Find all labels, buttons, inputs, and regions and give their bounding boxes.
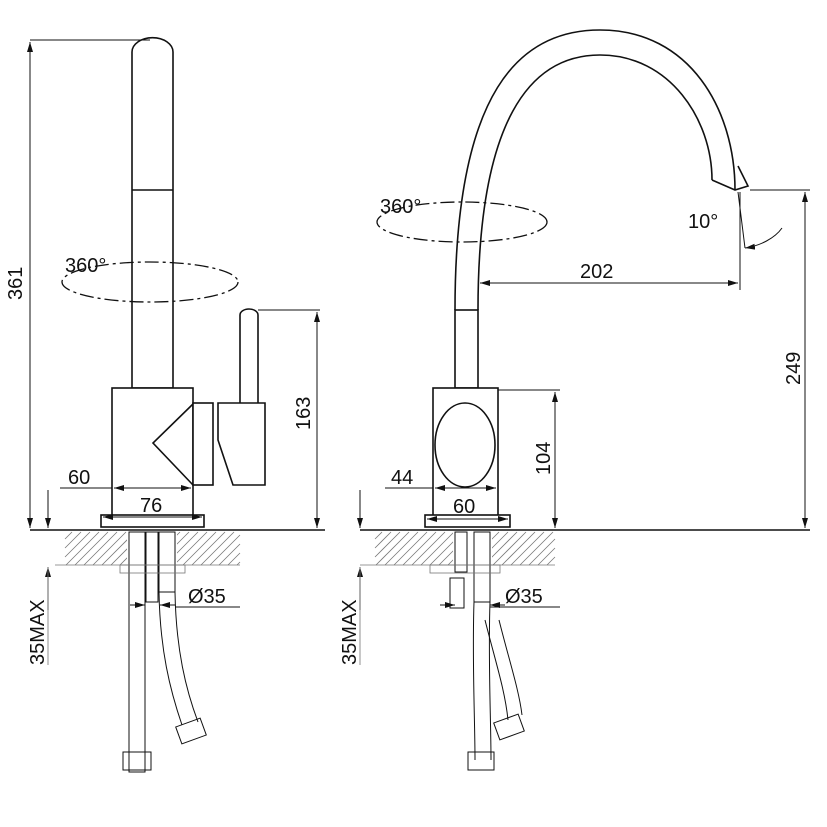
hose bbox=[429, 531, 525, 771]
dim-base-width: 76 bbox=[140, 495, 162, 517]
dim-base-width: 60 bbox=[453, 496, 475, 518]
dim-spout-angle: 10° bbox=[688, 211, 718, 233]
dim-hole-diameter: Ø35 bbox=[505, 586, 543, 608]
front-view: 360° 202 10° 249 104 44 60 35MAX Ø35 bbox=[339, 29, 810, 771]
dim-counter-max: 35MAX bbox=[27, 599, 49, 665]
left-side-view: 360° 361 163 60 76 35MAX Ø35 bbox=[5, 36, 325, 773]
dim-body-height: 104 bbox=[533, 442, 555, 475]
countertop-section-right bbox=[374, 531, 556, 566]
dim-counter-max: 35MAX bbox=[339, 599, 361, 665]
lever-handle bbox=[239, 308, 259, 406]
dim-reach: 202 bbox=[580, 261, 613, 283]
arc-spout bbox=[454, 29, 736, 311]
dim-body-depth: 60 bbox=[68, 467, 90, 489]
spout-tube bbox=[131, 36, 174, 389]
body bbox=[111, 387, 194, 517]
rotation-ellipse bbox=[61, 261, 239, 303]
dim-spout-height: 249 bbox=[783, 352, 805, 385]
countertop-section-left bbox=[64, 531, 241, 566]
dim-height-total: 361 bbox=[5, 267, 27, 300]
rotation-ellipse bbox=[376, 201, 548, 243]
hoses bbox=[119, 531, 207, 773]
dim-hole-diameter: Ø35 bbox=[188, 586, 226, 608]
handle bbox=[434, 402, 496, 488]
dim-body-width: 44 bbox=[391, 467, 413, 489]
rotation-label: 360° bbox=[380, 196, 421, 218]
dim-lever-height: 163 bbox=[293, 397, 315, 430]
rotation-label: 360° bbox=[65, 255, 106, 277]
